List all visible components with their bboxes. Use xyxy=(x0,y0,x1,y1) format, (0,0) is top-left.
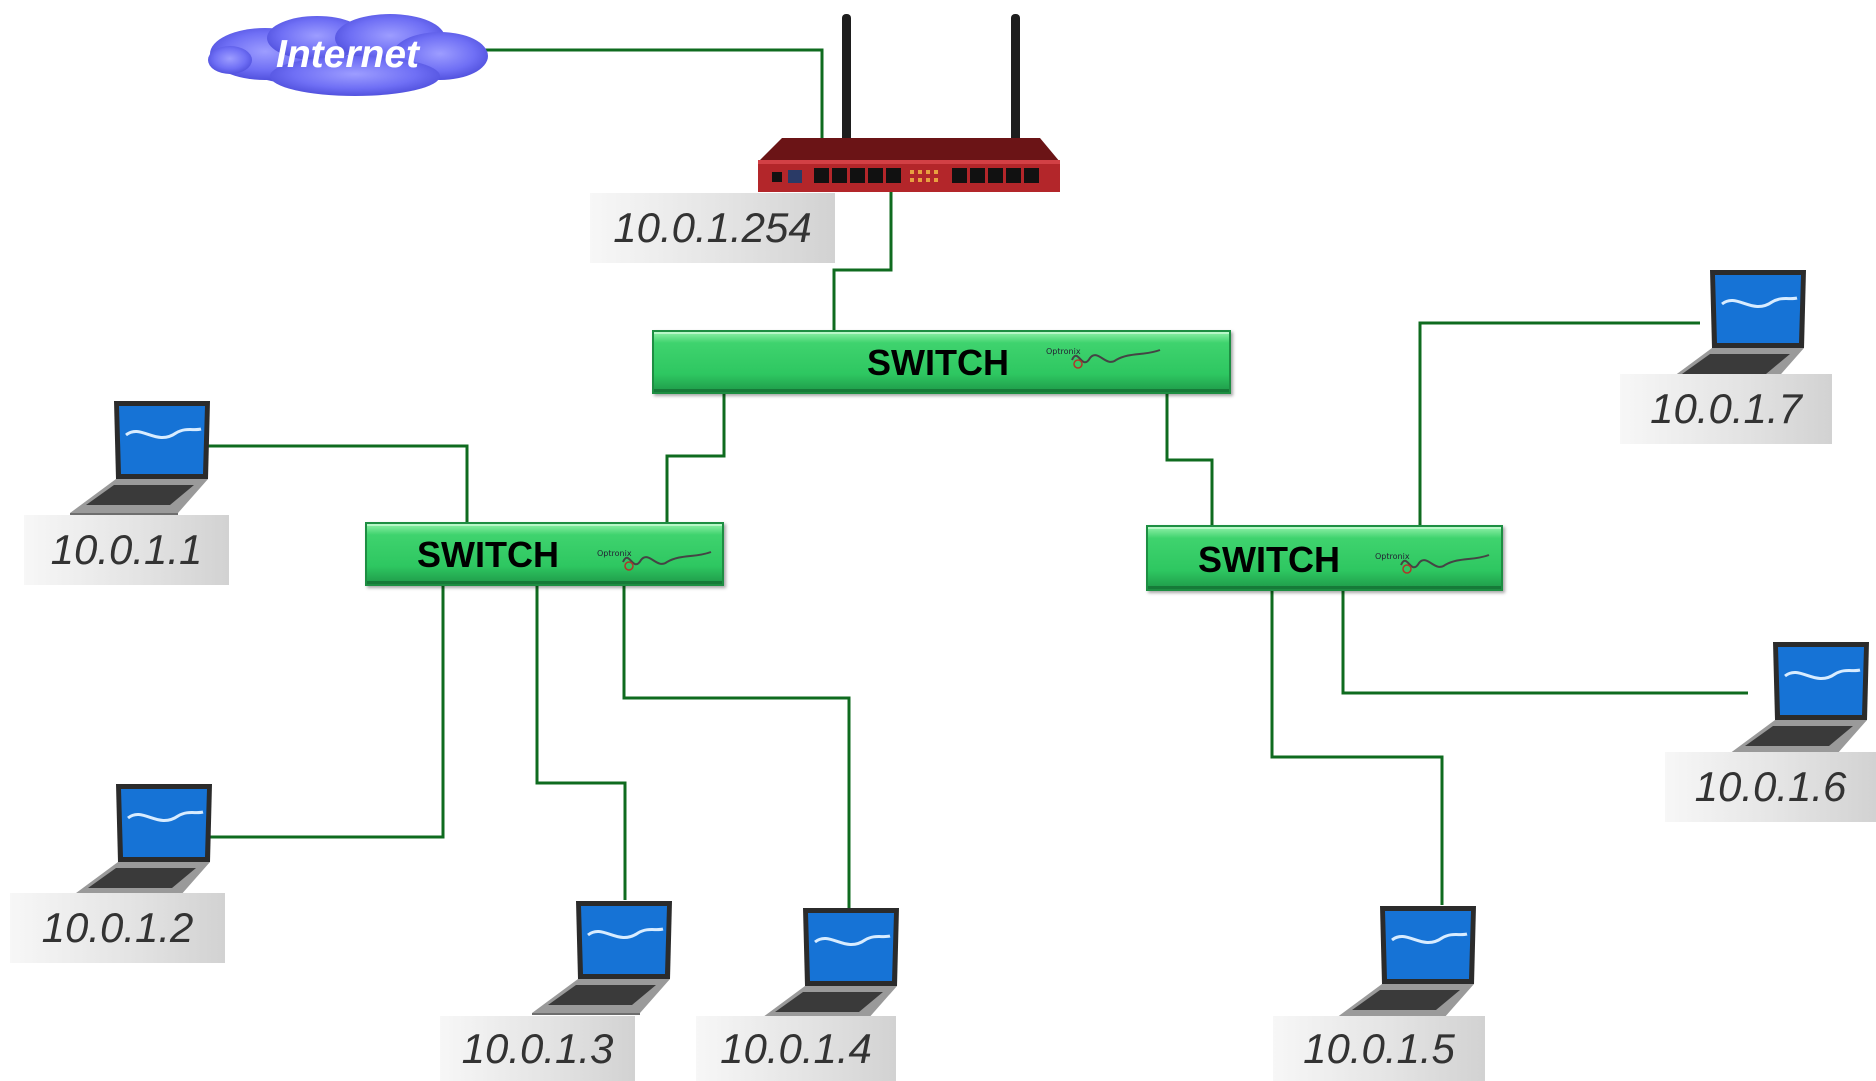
switch-right: SWITCH Optronix xyxy=(1146,525,1503,591)
switch-left-label: SWITCH xyxy=(417,534,559,575)
wire-host-6 xyxy=(1341,562,1748,695)
router-ip-label: 10.0.1.254 xyxy=(590,193,835,263)
router-icon xyxy=(758,14,1060,192)
host-5-ip-label: 10.0.1.5 xyxy=(1273,1016,1485,1081)
laptop-icon xyxy=(72,784,212,900)
host-7-ip-label: 10.0.1.7 xyxy=(1620,374,1832,444)
svg-text:Optronix: Optronix xyxy=(597,549,632,558)
wire-main-right-switch xyxy=(1165,358,1214,527)
wire-host-5 xyxy=(1270,562,1444,905)
switch-main: SWITCH Optronix xyxy=(652,330,1231,394)
svg-text:Optronix: Optronix xyxy=(1046,347,1081,356)
laptop-icon xyxy=(1729,642,1869,758)
laptop-host-5 xyxy=(1332,900,1482,1022)
host-1-ip-label: 10.0.1.1 xyxy=(24,515,229,585)
laptop-host-4 xyxy=(755,902,905,1024)
optronix-logo-icon: Optronix xyxy=(1375,552,1490,574)
laptop-host-7 xyxy=(1662,264,1812,386)
host-3-ip-label: 10.0.1.3 xyxy=(440,1016,635,1081)
wire-host-3 xyxy=(535,560,627,900)
laptop-icon xyxy=(1666,270,1806,386)
internet-cloud: Internet xyxy=(205,10,490,100)
wire-main-left-switch xyxy=(665,358,726,524)
laptop-icon xyxy=(532,901,672,1017)
wire-host-4 xyxy=(622,560,851,910)
wire-router-switch-main xyxy=(832,190,893,358)
switch-right-label: SWITCH xyxy=(1198,539,1340,580)
host-4-ip-label: 10.0.1.4 xyxy=(696,1016,896,1081)
svg-text:Optronix: Optronix xyxy=(1375,552,1410,561)
laptop-host-6 xyxy=(1725,636,1875,758)
laptop-host-2 xyxy=(68,778,218,900)
wire-host-1 xyxy=(203,444,469,524)
optronix-logo-icon: Optronix xyxy=(597,549,712,571)
host-6-ip-label: 10.0.1.6 xyxy=(1665,752,1876,822)
host-2-ip-label: 10.0.1.2 xyxy=(10,893,225,963)
laptop-icon xyxy=(70,401,210,517)
laptop-host-3 xyxy=(528,895,678,1017)
wire-host-2 xyxy=(210,560,445,839)
laptop-host-1 xyxy=(66,395,216,517)
switch-left: SWITCH Optronix xyxy=(365,522,724,586)
optronix-logo-icon: Optronix xyxy=(1046,347,1161,369)
laptop-icon xyxy=(759,908,899,1024)
wire-host-7 xyxy=(1418,321,1700,527)
wire-internet-router xyxy=(480,48,824,178)
internet-label: Internet xyxy=(275,33,419,76)
router xyxy=(752,10,1062,195)
cloud-icon xyxy=(208,14,488,96)
laptop-icon xyxy=(1336,906,1476,1022)
switch-main-label: SWITCH xyxy=(867,342,1009,383)
